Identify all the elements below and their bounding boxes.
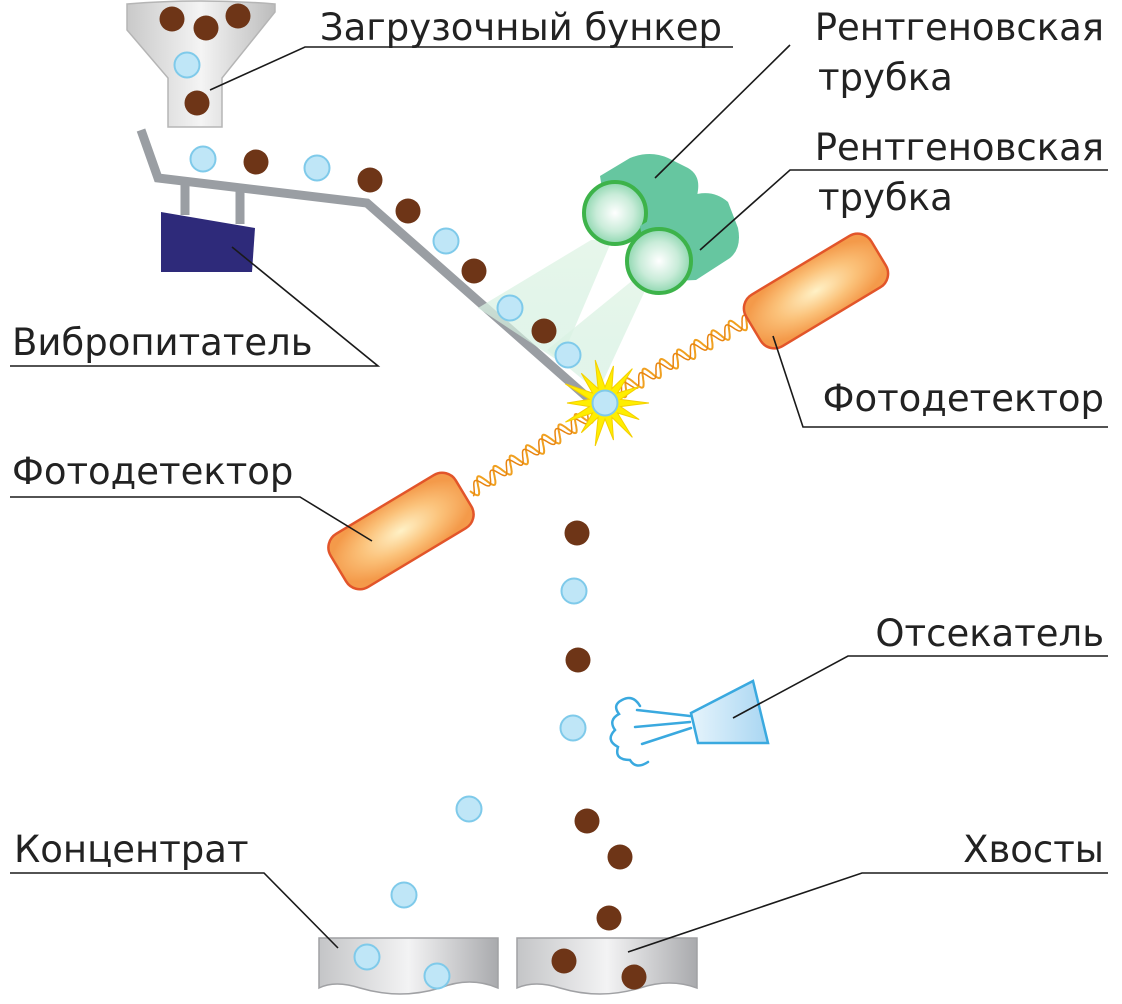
vibrofeeder-motor	[161, 212, 255, 272]
ore-particle	[607, 844, 633, 870]
ore-particle	[159, 6, 185, 32]
label-photodetector-left: Фотодетектор	[12, 450, 293, 493]
ore-particle	[565, 647, 591, 673]
label-vibrofeeder: Вибропитатель	[12, 321, 313, 364]
mineral-particle	[353, 943, 381, 971]
leader-photodetector-left	[10, 496, 373, 542]
ore-particle	[531, 318, 557, 344]
label-photodetector-right: Фотодетектор	[823, 377, 1104, 420]
mineral-particle	[189, 145, 217, 173]
mineral-particle	[423, 962, 451, 990]
leader-concentrate	[10, 872, 339, 949]
photodetector-left	[327, 471, 475, 591]
ore-particle	[621, 964, 647, 990]
detection-flash	[565, 359, 650, 447]
air-ejector	[609, 679, 770, 767]
mineral-particle	[455, 795, 483, 823]
ore-particle	[551, 948, 577, 974]
mineral-particle	[390, 881, 418, 909]
ore-particle	[574, 808, 600, 834]
xray-tube-1-lens	[582, 180, 648, 246]
leader-lines	[10, 44, 1108, 953]
loading-hopper	[126, 0, 276, 128]
leader-tailings	[627, 872, 1108, 953]
ore-particle	[395, 198, 421, 224]
tailings-bin	[516, 937, 698, 995]
label-xray-tube-1-line2: трубка	[818, 56, 953, 99]
labels: Загрузочный бункер Рентгеновская трубка …	[12, 6, 1104, 871]
ore-particle	[225, 3, 251, 29]
photodetector-right	[742, 232, 890, 350]
concentrate-bin	[318, 937, 499, 995]
ejector-nozzle	[689, 679, 770, 745]
mineral-particle	[560, 577, 588, 605]
ore-particle	[243, 149, 269, 175]
ore-particle	[184, 90, 210, 116]
leader-xray-tube-1	[654, 44, 791, 179]
label-ejector: Отсекатель	[875, 612, 1104, 655]
label-tailings: Хвосты	[963, 828, 1104, 871]
label-xray-tube-2-line2: трубка	[818, 176, 953, 219]
mineral-particle	[559, 714, 587, 742]
label-xray-tube-1: Рентгеновская	[815, 6, 1104, 49]
air-jet	[609, 696, 693, 767]
leader-photodetector-right	[772, 335, 1108, 428]
leader-vibrofeeder	[10, 246, 381, 367]
leader-xray-tube-2	[699, 169, 1108, 251]
label-concentrate: Концентрат	[14, 828, 249, 871]
mineral-particle	[496, 294, 524, 322]
leader-ejector	[732, 655, 1108, 719]
mineral-particle	[303, 154, 331, 182]
chute-particles	[189, 145, 582, 369]
falling-particles	[390, 520, 633, 931]
xray-tube-2-lens	[625, 227, 693, 295]
label-hopper: Загрузочный бункер	[320, 6, 722, 49]
ore-particle	[357, 167, 383, 193]
ore-particle	[193, 15, 219, 41]
ore-particle	[564, 520, 590, 546]
ore-particle	[596, 905, 622, 931]
label-xray-tube-2: Рентгеновская	[815, 126, 1104, 169]
mineral-particle	[591, 389, 619, 417]
mineral-particle	[554, 341, 582, 369]
xray-tube-2	[625, 193, 739, 295]
mineral-particle	[432, 227, 460, 255]
vibrating-chute	[136, 128, 599, 409]
ore-particle	[461, 258, 487, 284]
leader-hopper	[209, 46, 733, 91]
mineral-particle	[173, 51, 201, 79]
